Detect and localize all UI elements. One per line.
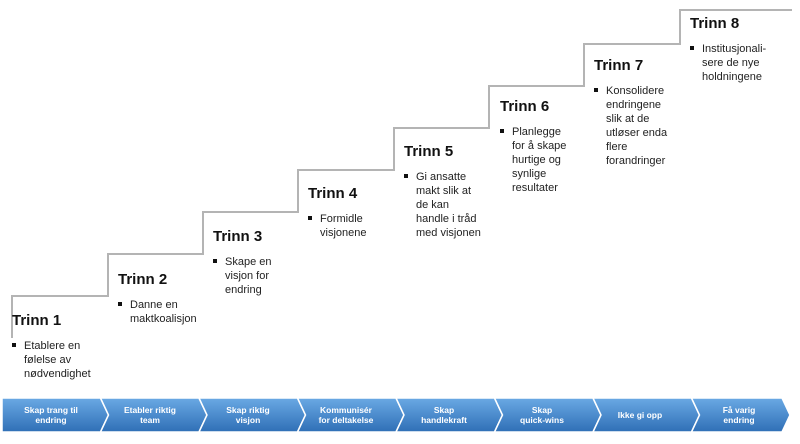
step-bullet: Etablere en følelse av nødvendighet — [12, 339, 91, 381]
step-text-line: slik at de — [606, 113, 650, 125]
step-text: Skape en visjon for endring — [225, 255, 271, 297]
step-text-line: med visjonen — [416, 227, 481, 239]
chevron-label-2: Etabler riktig team — [102, 398, 198, 432]
step-title: Trinn 1 — [12, 312, 62, 329]
step-text-line: maktkoalisjon — [130, 313, 197, 325]
step-8: Trinn 8 Institusjonali- sere de nye hold… — [690, 15, 766, 84]
bullet-square-icon — [500, 129, 504, 133]
step-text-line: endringene — [606, 99, 662, 111]
step-text-line: utløser enda — [606, 127, 668, 139]
step-1: Trinn 1 Etablere en følelse av nødvendig… — [12, 312, 91, 381]
step-bullet: Institusjonali- sere de nye holdningene — [690, 42, 766, 84]
step-text-line: endring — [225, 284, 262, 296]
step-text-line: hurtige og — [512, 154, 561, 166]
step-text: Planlegge for å skape hurtige og synlige… — [512, 125, 566, 195]
chevron-label-1: Skap trang til endring — [2, 398, 100, 432]
step-bullet: Gi ansatte makt slik at de kan handle i … — [404, 170, 481, 240]
step-text-line: Planlegge — [512, 126, 561, 138]
step-text: Etablere en følelse av nødvendighet — [24, 339, 91, 381]
step-7: Trinn 7 Konsolidere endringene slik at d… — [594, 57, 667, 168]
step-5: Trinn 5 Gi ansatte makt slik at de kan h… — [404, 143, 481, 240]
step-bullet: Formidle visjonene — [308, 212, 366, 240]
step-text-line: Danne en — [130, 299, 178, 311]
step-text: Konsolidere endringene slik at de utløse… — [606, 84, 667, 168]
chevron-band — [1, 397, 791, 433]
step-text-line: visjonene — [320, 227, 367, 239]
chevron-text-line: handlekraft — [421, 415, 467, 425]
step-text-line: synlige — [512, 168, 547, 180]
bullet-square-icon — [118, 302, 122, 306]
step-title: Trinn 3 — [213, 228, 263, 245]
step-bullet: Skape en visjon for endring — [213, 255, 271, 297]
chevron-text-line: quick-wins — [520, 415, 564, 425]
step-title: Trinn 7 — [594, 57, 644, 74]
step-text-line: Formidle — [320, 213, 363, 225]
chevron-label-6: Skap quick-wins — [494, 398, 590, 432]
bullet-square-icon — [308, 216, 312, 220]
step-6: Trinn 6 Planlegge for å skape hurtige og… — [500, 98, 566, 195]
step-text-line: flere — [606, 141, 628, 153]
step-text-line: Institusjonali- — [702, 43, 767, 55]
bullet-square-icon — [404, 174, 408, 178]
step-text: Danne en maktkoalisjon — [130, 298, 197, 326]
step-2: Trinn 2 Danne en maktkoalisjon — [118, 271, 197, 326]
step-title: Trinn 5 — [404, 143, 454, 160]
bullet-square-icon — [213, 259, 217, 263]
step-text-line: holdningene — [702, 71, 762, 83]
chevron-text-line: endring — [35, 415, 67, 425]
step-text-line: sere de nye — [702, 57, 760, 69]
chevron-label-7: Ikke gi opp — [592, 398, 688, 432]
step-title: Trinn 8 — [690, 15, 740, 32]
step-3: Trinn 3 Skape en visjon for endring — [213, 228, 271, 297]
step-text: Formidle visjonene — [320, 212, 366, 240]
step-text-line: Konsolidere — [606, 85, 665, 97]
step-title: Trinn 2 — [118, 271, 168, 288]
step-bullet: Konsolidere endringene slik at de utløse… — [594, 84, 667, 168]
step-bullet: Danne en maktkoalisjon — [118, 298, 197, 326]
step-text-line: de kan — [416, 199, 450, 211]
staircase-line — [11, 9, 792, 338]
chevron-text-line: Kommunisér — [320, 405, 372, 415]
step-text-line: Etablere en — [24, 340, 81, 352]
step-text-line: Skape en — [225, 256, 272, 268]
step-4: Trinn 4 Formidle visjonene — [308, 185, 366, 240]
chevron-text-line: Skap riktig — [226, 405, 270, 415]
chevron-label-5: Skap handlekraft — [396, 398, 492, 432]
step-bullet: Planlegge for å skape hurtige og synlige… — [500, 125, 566, 195]
chevron-label-8: Få varig endring — [690, 398, 788, 432]
step-title: Trinn 4 — [308, 185, 358, 202]
step-text: Institusjonali- sere de nye holdningene — [702, 42, 766, 84]
chevron-text-line: Skap trang til — [24, 405, 78, 415]
bullet-square-icon — [594, 88, 598, 92]
chevron-8 — [690, 397, 791, 433]
step-text-line: forandringer — [606, 155, 666, 167]
chevron-text-line: Ikke gi opp — [617, 410, 663, 420]
chevron-text-line: for deltakelse — [318, 415, 374, 425]
chevron-text-line: Skap — [531, 405, 553, 415]
step-text-line: følelse av — [24, 354, 72, 366]
chevron-text-line: Etabler riktig — [124, 405, 176, 415]
step-text-line: handle i tråd — [416, 213, 477, 225]
chevron-text-line: Få varig — [722, 405, 756, 415]
step-text-line: visjon for — [225, 270, 270, 282]
chevron-text-line: team — [140, 415, 160, 425]
step-text: Gi ansatte makt slik at de kan handle i … — [416, 170, 481, 240]
step-text-line: resultater — [512, 182, 558, 194]
chevron-label-4: Kommunisér for deltakelse — [298, 398, 394, 432]
bullet-square-icon — [12, 343, 16, 347]
bullet-square-icon — [690, 46, 694, 50]
chevron-text-line: Skap — [433, 405, 455, 415]
chevron-label-3: Skap riktig visjon — [200, 398, 296, 432]
step-text-line: nødvendighet — [24, 368, 91, 380]
step-text-line: Gi ansatte — [416, 171, 467, 183]
chevron-text-line: visjon — [235, 415, 261, 425]
step-title: Trinn 6 — [500, 98, 550, 115]
step-text-line: for å skape — [512, 140, 567, 152]
chevron-text-line: endring — [723, 415, 755, 425]
step-text-line: makt slik at — [416, 185, 472, 197]
